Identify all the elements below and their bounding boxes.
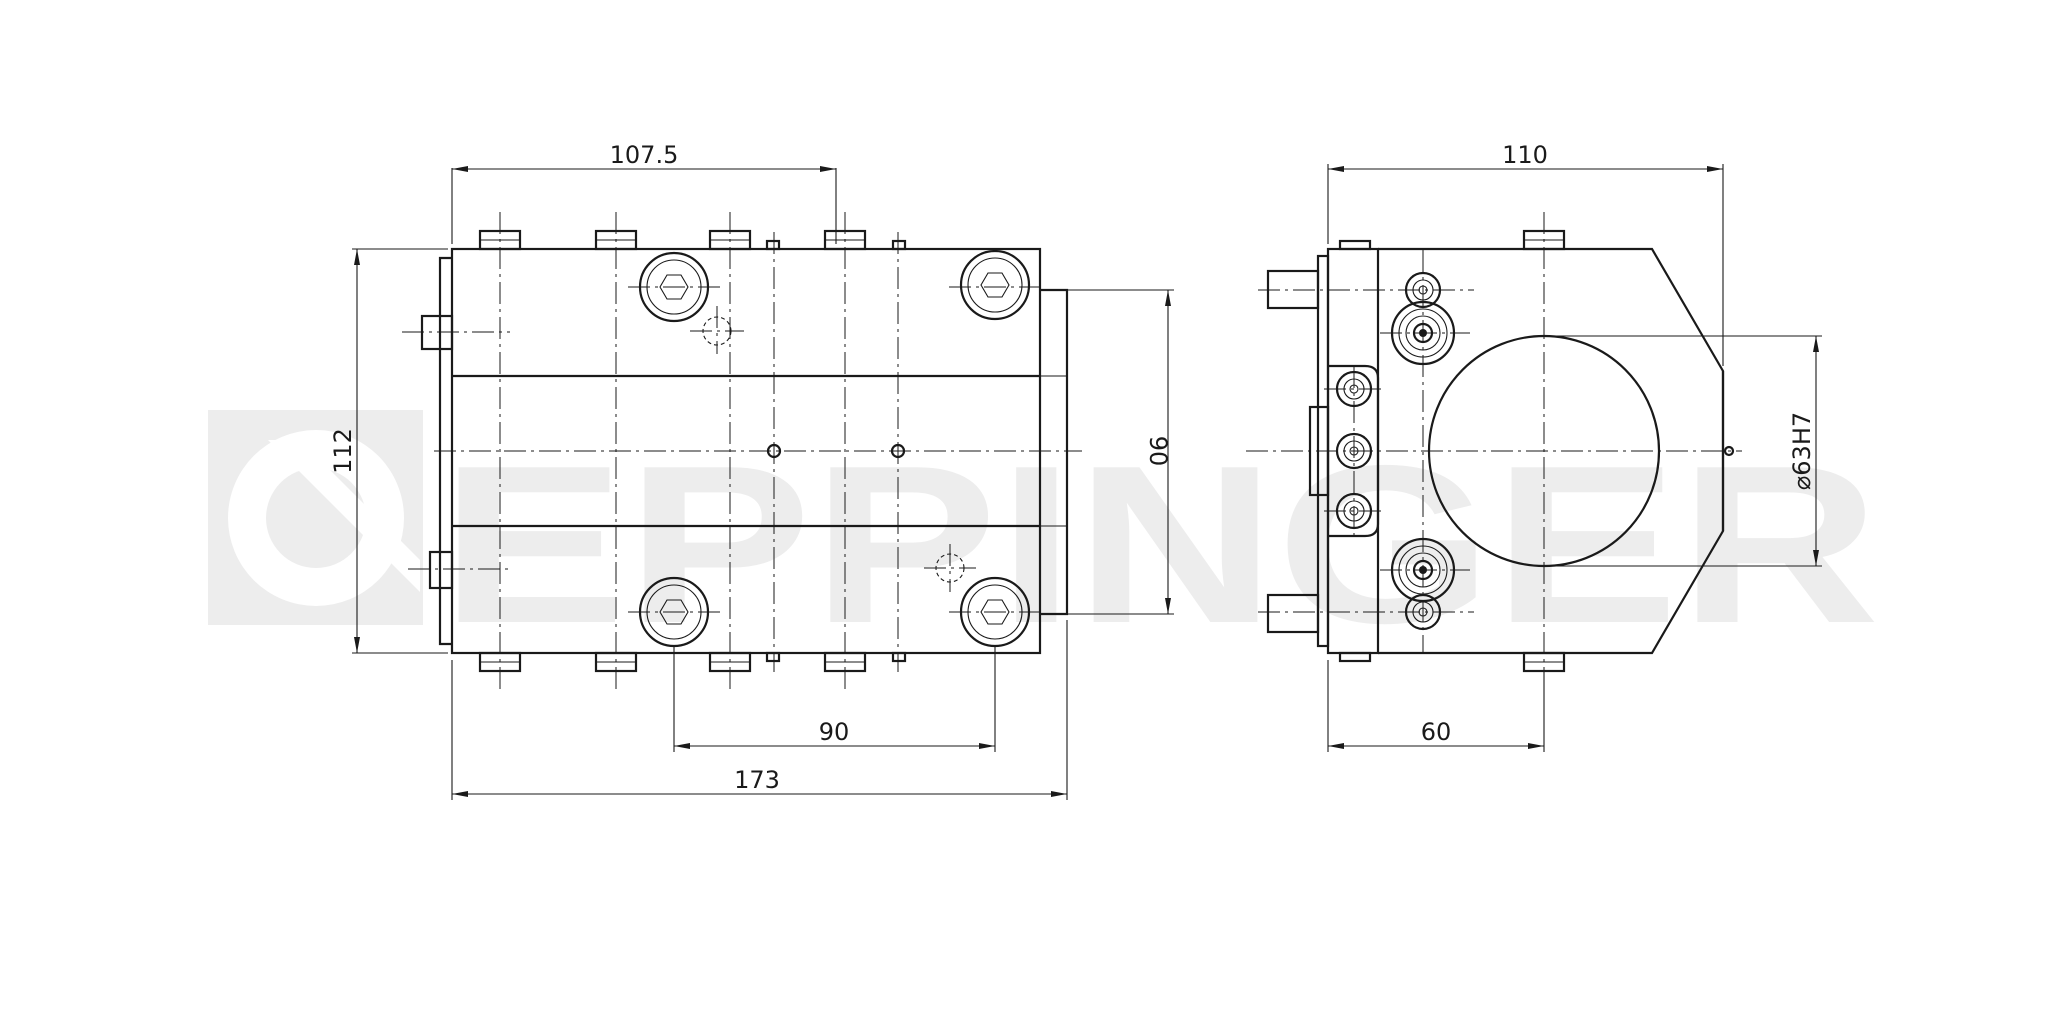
dim-173: 173 <box>734 766 780 794</box>
front-dimensions: 107.5 112 90 90 173 <box>329 141 1174 800</box>
front-view <box>402 212 1082 690</box>
side-dimensions: 110 60 ⌀63H7 <box>1327 141 1822 752</box>
bolt-top-right <box>959 249 1031 321</box>
eppinger-watermark: EPPINGER <box>208 410 1880 670</box>
dim-bore-diameter: ⌀63H7 <box>1788 412 1816 490</box>
watermark-text: EPPINGER <box>440 418 1880 670</box>
eppinger-logo-icon <box>208 410 423 625</box>
dim-107-5: 107.5 <box>610 141 679 169</box>
dim-60: 60 <box>1421 718 1452 746</box>
dim-110: 110 <box>1502 141 1548 169</box>
dim-90-vertical: 90 <box>1144 436 1172 467</box>
dim-90-horizontal: 90 <box>819 718 850 746</box>
dim-112: 112 <box>329 428 357 474</box>
